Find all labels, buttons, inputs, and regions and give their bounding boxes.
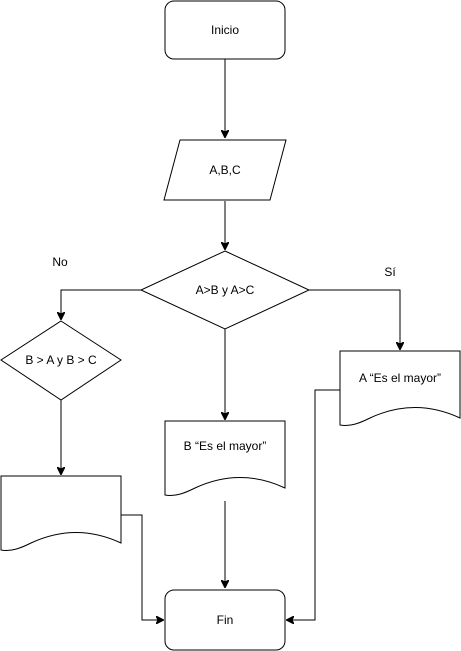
edge-output-a-to-end [287, 389, 340, 620]
output-c-document [0, 475, 122, 551]
input-label: A,B,C [209, 163, 241, 177]
decision-b-node: B > A y B > C [0, 320, 122, 401]
end-label: Fin [217, 613, 234, 627]
decision-a-node: A>B y A>C [139, 250, 311, 330]
edge-label-no: No [52, 255, 68, 269]
start-label: Inicio [211, 23, 239, 37]
output-b-label: B “Es el mayor” [184, 439, 267, 453]
edge-output-c-to-end [121, 514, 163, 620]
edge-label-yes: Sí [384, 265, 396, 279]
output-a-document: A “Es el mayor” [339, 350, 461, 426]
edge-decision-a-yes [309, 289, 400, 349]
decision-b-label: B > A y B > C [25, 353, 97, 367]
edge-decision-a-no [61, 289, 141, 319]
output-b-document: B “Es el mayor” [164, 420, 286, 496]
start-terminal: Inicio [164, 0, 286, 60]
output-a-label: A “Es el mayor” [359, 371, 441, 385]
end-terminal: Fin [164, 589, 286, 651]
input-node: A,B,C [163, 139, 287, 201]
decision-a-label: A>B y A>C [196, 283, 255, 297]
